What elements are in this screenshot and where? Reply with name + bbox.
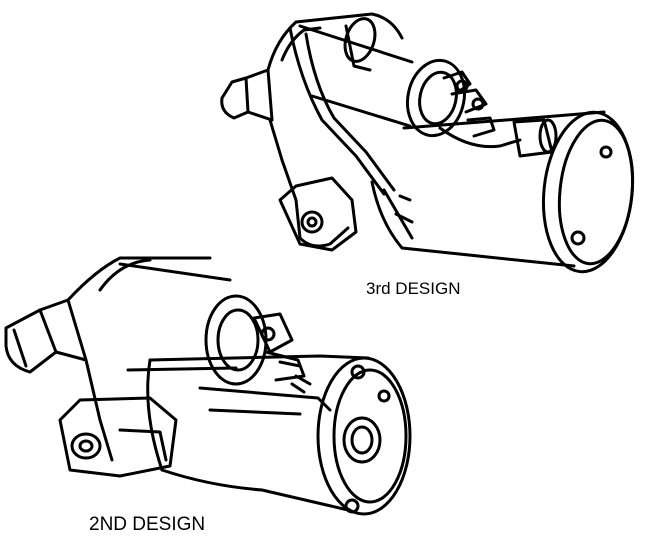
third-design-starter	[220, 12, 635, 274]
third-design-label: 3rd DESIGN	[366, 279, 461, 298]
second-design-starter	[4, 256, 412, 516]
second-design-label: 2ND DESIGN	[89, 514, 206, 535]
